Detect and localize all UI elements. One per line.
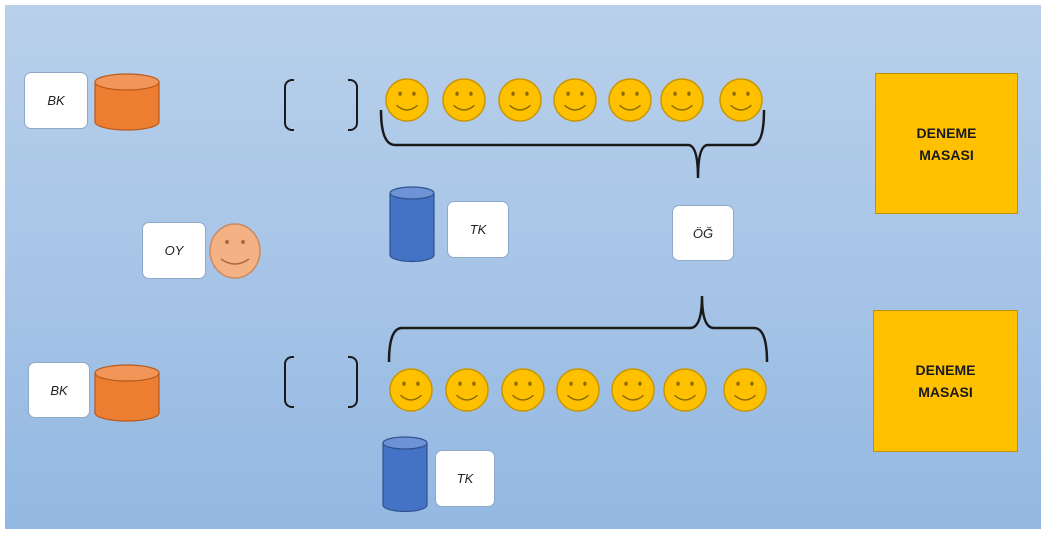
smiley-face-icon [389,368,433,412]
smiley-face-icon [501,368,545,412]
bk-label-top: BK [24,72,88,129]
smiley-face-icon [556,368,600,412]
table-label-line1: DENEME [915,362,976,378]
smiley-face-icon [723,368,767,412]
tk-label-top: TK [447,201,509,258]
table-label-line1: DENEME [916,124,977,141]
smiley-face-icon [442,78,486,122]
blue-cylinder-icon [382,436,428,513]
bracket-icon [284,79,294,131]
table-label-line2: MASASI [918,384,973,400]
orange-cylinder-icon [94,364,160,422]
smiley-face-icon [608,78,652,122]
table-label-line2: MASASI [919,146,974,163]
og-label: ÖĞ [672,205,734,261]
oy-label: OY [142,222,206,279]
blue-cylinder-icon [389,186,435,263]
smiley-face-icon [498,78,542,122]
tk-label-bottom: TK [435,450,495,507]
smiley-face-icon [209,223,261,279]
deneme-masasi-top: DENEME MASASI [875,73,1018,214]
smiley-face-icon [611,368,655,412]
deneme-masasi-bottom: DENEME MASASI [873,310,1018,452]
smiley-face-icon [553,78,597,122]
bracket-icon [348,79,358,131]
smiley-face-icon [385,78,429,122]
bk-label-bottom: BK [28,362,90,418]
orange-cylinder-icon [94,73,160,131]
bracket-icon [284,356,294,408]
smiley-face-icon [719,78,763,122]
smiley-face-icon [445,368,489,412]
bracket-icon [348,356,358,408]
smiley-face-icon [663,368,707,412]
smiley-face-icon [660,78,704,122]
